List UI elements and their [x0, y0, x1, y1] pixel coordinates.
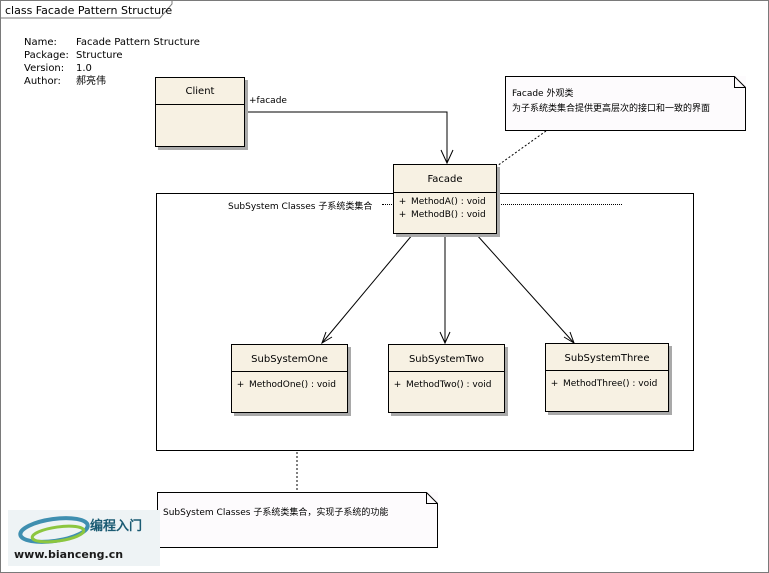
meta-key: Version:: [24, 63, 65, 74]
note-anchor-facade: [496, 130, 547, 167]
meta-value: Structure: [76, 50, 123, 61]
association-line: [245, 111, 448, 163]
operations-compartment: + MethodTwo() : void: [389, 372, 504, 392]
diagram-metadata: Name: Facade Pattern Structure Package: …: [24, 36, 200, 88]
association-role-label: +facade: [249, 96, 287, 106]
meta-key: Author:: [24, 76, 61, 87]
class-name: Client: [156, 78, 244, 105]
visibility-marker: +: [398, 197, 407, 207]
class-name: SubSystemTwo: [389, 345, 504, 372]
visibility-marker: +: [398, 210, 407, 220]
logo-chinese-text: 编程入门: [90, 519, 143, 534]
operation: + MethodTwo() : void: [389, 379, 504, 392]
note-text: SubSystem Classes 子系统类集合，实现子系统的功能: [163, 506, 388, 521]
dependency-arrowhead-two: [439, 331, 451, 345]
operation: + MethodA() : void: [394, 196, 496, 209]
note-text: Facade 外观类 为子系统类集合提供更高层次的接口和一致的界面: [512, 87, 710, 117]
operation-signature: MethodTwo() : void: [406, 380, 492, 390]
meta-value: 郝亮伟: [76, 76, 106, 87]
note-line: 为子系统类集合提供更高层次的接口和一致的界面: [512, 104, 711, 114]
class-subsystem-three[interactable]: SubSystemThree + MethodThree() : void: [545, 343, 669, 412]
meta-row-name: Name: Facade Pattern Structure: [24, 36, 200, 49]
meta-key: Name:: [24, 37, 57, 48]
logo-url-text: www.bianceng.cn: [14, 548, 124, 561]
note-subsystem[interactable]: SubSystem Classes 子系统类集合，实现子系统的功能: [157, 492, 438, 548]
meta-row-package: Package: Structure: [24, 49, 200, 62]
class-client[interactable]: Client: [155, 77, 245, 147]
frame-title: class Facade Pattern Structure: [5, 4, 173, 17]
dependency-line-three: [475, 233, 575, 344]
meta-row-author: Author: 郝亮伟: [24, 75, 200, 88]
class-name: SubSystemOne: [232, 345, 347, 372]
visibility-marker: +: [236, 380, 245, 390]
package-label-rule: [382, 204, 622, 205]
dependency-line-one: [321, 233, 414, 344]
dependency-arrowhead-one: [321, 331, 333, 345]
operation-signature: MethodB() : void: [411, 210, 486, 220]
class-name: Facade: [394, 165, 496, 193]
subsystem-package-label: SubSystem Classes 子系统类集合: [228, 202, 373, 212]
note-outline: [505, 76, 746, 131]
association-arrowhead: [440, 149, 454, 165]
operation: + MethodThree() : void: [546, 378, 668, 391]
operation-signature: MethodThree() : void: [563, 379, 658, 389]
meta-value: 1.0: [76, 63, 92, 74]
watermark-logo: 编程入门 www.bianceng.cn: [8, 510, 160, 566]
note-facade[interactable]: Facade 外观类 为子系统类集合提供更高层次的接口和一致的界面: [505, 76, 746, 131]
operations-compartment: + MethodThree() : void: [546, 371, 668, 391]
frame-tab: [0, 0, 173, 19]
class-subsystem-one[interactable]: SubSystemOne + MethodOne() : void: [231, 344, 348, 413]
note-line: SubSystem Classes 子系统类集合，实现子系统的功能: [163, 508, 389, 518]
class-name: SubSystemThree: [546, 344, 668, 371]
operation-signature: MethodA() : void: [411, 197, 486, 207]
operations-compartment: + MethodA() : void + MethodB() : void: [394, 193, 496, 222]
swoosh-icon: [18, 516, 90, 544]
visibility-marker: +: [550, 379, 559, 389]
operation: + MethodB() : void: [394, 209, 496, 222]
operations-compartment: + MethodOne() : void: [232, 372, 347, 392]
class-subsystem-two[interactable]: SubSystemTwo + MethodTwo() : void: [388, 344, 505, 413]
operation: + MethodOne() : void: [232, 379, 347, 392]
class-facade[interactable]: Facade + MethodA() : void + MethodB() : …: [393, 164, 497, 234]
operation-signature: MethodOne() : void: [249, 380, 336, 390]
meta-key: Package:: [24, 50, 69, 61]
meta-value: Facade Pattern Structure: [76, 37, 200, 48]
meta-row-version: Version: 1.0: [24, 62, 200, 75]
note-line: Facade 外观类: [512, 89, 574, 99]
visibility-marker: +: [393, 380, 402, 390]
